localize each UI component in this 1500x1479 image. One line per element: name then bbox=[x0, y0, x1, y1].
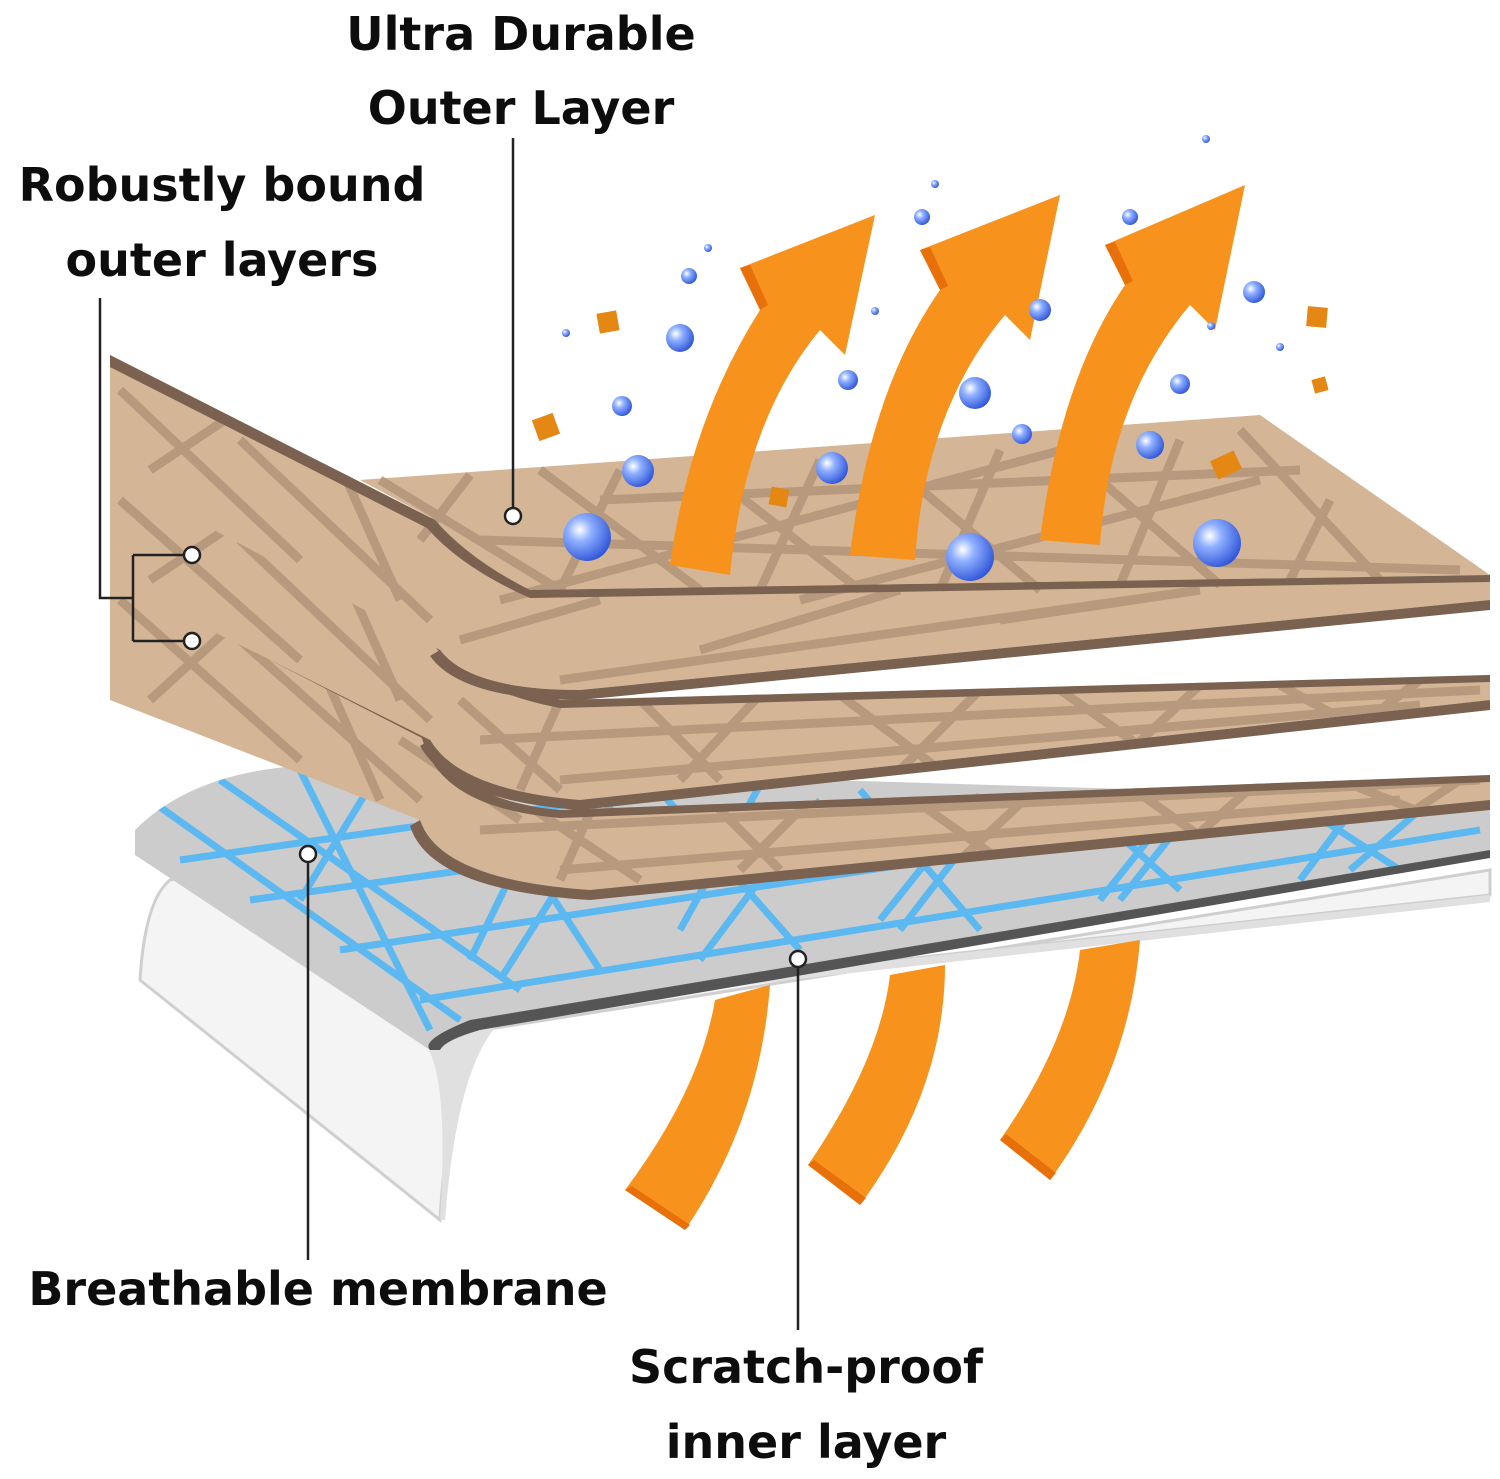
leader-bound-layers bbox=[98, 298, 202, 651]
heat-arrow-icon bbox=[850, 195, 1060, 560]
particle-icon bbox=[531, 306, 1329, 508]
leader-outer-layer bbox=[503, 138, 523, 526]
bound-outer-layer-3 bbox=[110, 565, 1490, 900]
heat-arrow-icon bbox=[1000, 940, 1140, 1180]
inner-layer-label-line2: inner layer bbox=[666, 1415, 947, 1469]
heat-arrow-icon bbox=[625, 985, 770, 1230]
bound-layers-label-line1: Robustly bound bbox=[19, 158, 426, 212]
leader-membrane bbox=[298, 844, 318, 1260]
leader-inner-layer bbox=[788, 949, 808, 1330]
outer-layer-label-line2: Outer Layer bbox=[368, 81, 675, 135]
membrane-label: Breathable membrane bbox=[28, 1262, 607, 1316]
bound-layers-label-line2: outer layers bbox=[66, 233, 379, 287]
heat-arrow-icon bbox=[670, 215, 875, 575]
water-droplet-icon bbox=[562, 135, 1284, 581]
heat-arrow-icon bbox=[1040, 185, 1245, 545]
heat-arrow-icon bbox=[808, 965, 945, 1205]
bound-outer-layer-2 bbox=[110, 460, 1490, 810]
outer-layer-label-line1: Ultra Durable bbox=[346, 7, 695, 61]
inner-layer-label-line1: Scratch-proof bbox=[629, 1340, 984, 1394]
